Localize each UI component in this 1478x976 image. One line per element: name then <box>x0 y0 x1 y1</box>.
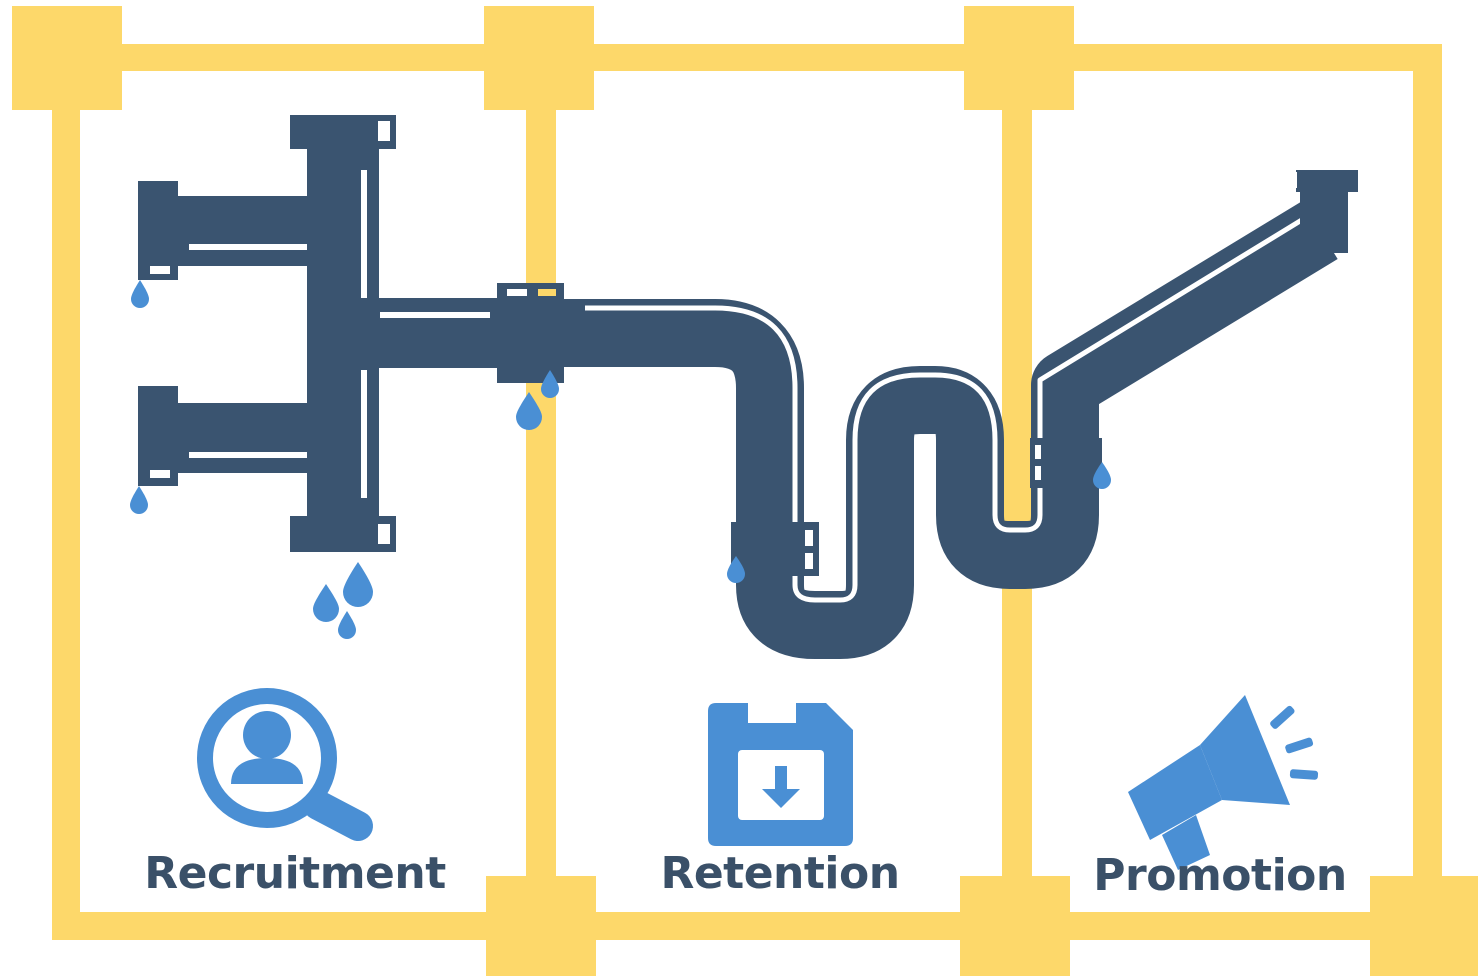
water-drop-icon <box>541 370 559 398</box>
magnifier-person-icon <box>197 688 373 841</box>
floppy-disk-download-icon <box>708 703 853 846</box>
stage-label-promotion: Promotion <box>1093 850 1347 901</box>
pipe-trap-collars <box>731 170 1358 576</box>
frame-joint-bottom-1 <box>486 876 596 976</box>
water-drop-icon <box>130 486 148 514</box>
pipe-manifold-highlights <box>150 121 490 544</box>
water-drop-icon <box>1093 462 1111 489</box>
water-drop-icon <box>343 562 373 607</box>
megaphone-icon <box>1128 695 1319 870</box>
water-drop-icon <box>313 584 339 622</box>
pipe-manifold <box>138 115 506 552</box>
frame-post-2 <box>526 44 556 940</box>
frame-post-1 <box>52 44 80 940</box>
frame-joint-top-2 <box>484 6 594 110</box>
pipe-coupling <box>497 283 564 383</box>
water-drop-icon <box>516 392 542 430</box>
frame <box>12 6 1478 976</box>
frame-post-3 <box>1002 44 1032 940</box>
stage-label-recruitment: Recruitment <box>144 848 446 899</box>
water-drops <box>130 280 1111 639</box>
pipe-trap <box>560 200 1338 659</box>
frame-bottom-rail <box>52 912 1442 940</box>
stage-label-retention: Retention <box>660 848 900 899</box>
water-drop-icon <box>131 280 149 308</box>
pipeline <box>130 115 1358 659</box>
water-drop-icon <box>338 611 356 639</box>
frame-joint-bottom-2 <box>960 876 1070 976</box>
pipe-trap-collar-highlights <box>805 172 1297 569</box>
frame-top-rail <box>52 44 1442 71</box>
frame-joint-bottom-3 <box>1370 876 1478 976</box>
frame-joint-top-3 <box>964 6 1074 110</box>
pipe-trap-highlight <box>585 215 1307 603</box>
frame-joint-top-1 <box>12 6 122 110</box>
frame-post-4 <box>1413 44 1442 940</box>
water-drop-icon <box>727 556 745 583</box>
